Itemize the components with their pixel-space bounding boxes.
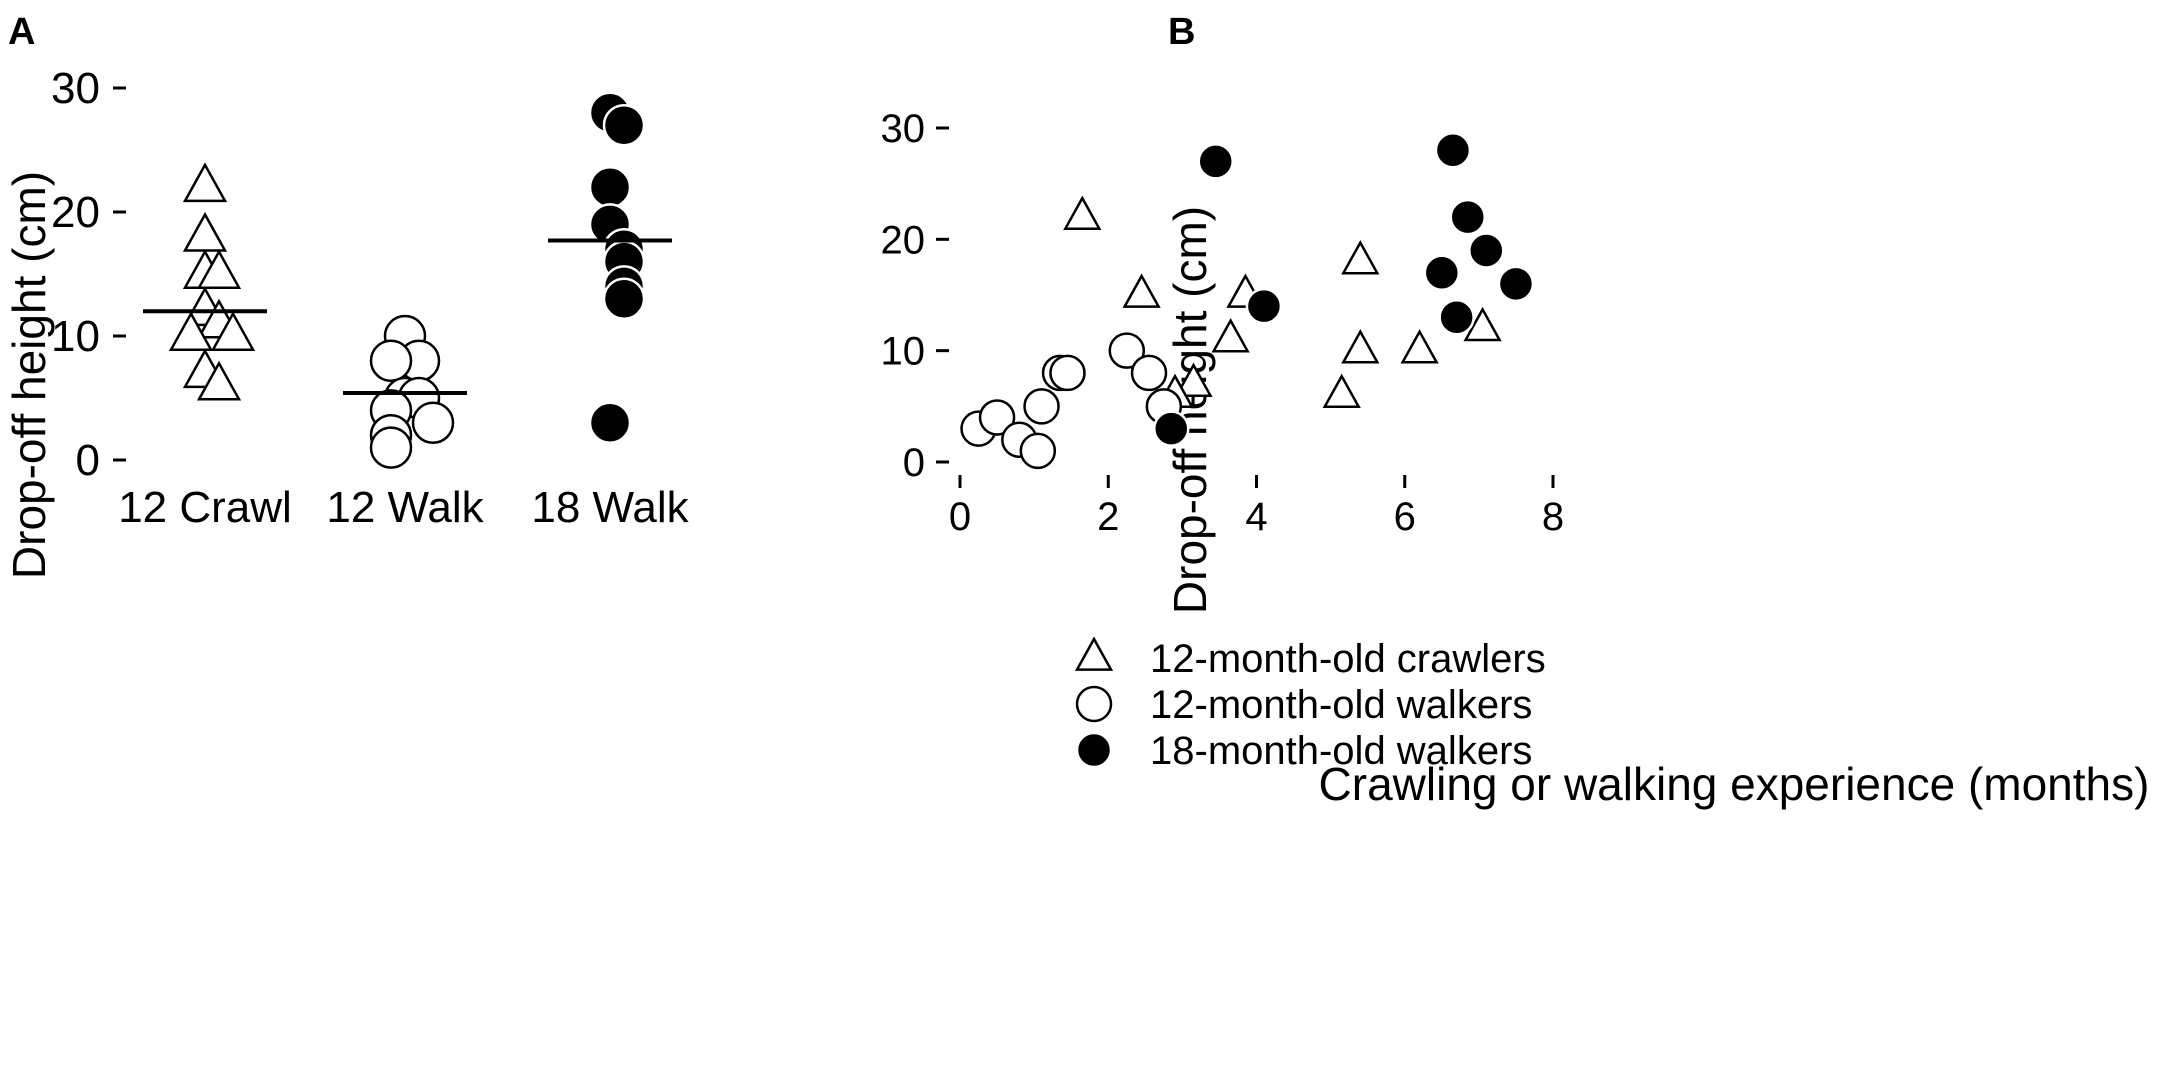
panel-b-point [1174, 362, 1213, 397]
panel-a-y-tick-label: 0 [76, 436, 100, 485]
panel-a-point [182, 162, 228, 203]
panel-a-point [369, 426, 413, 469]
panel-b-point [1400, 329, 1439, 364]
panel-b-y-tick-label: 0 [903, 441, 925, 485]
panel-a-point [411, 401, 455, 445]
panel-b-point [1449, 198, 1487, 236]
legend-label: 12-month-old walkers [1150, 683, 1532, 727]
panel-b-y-tick-label: 20 [881, 218, 926, 262]
legend-label: 18-month-old walkers [1150, 729, 1532, 773]
panel-a-y-axis: 0 10 20 30 [51, 64, 126, 485]
panel-b-point [1423, 254, 1461, 291]
panel-a-point [602, 103, 646, 147]
panel-b-point [1497, 265, 1535, 303]
legend-marker [1075, 731, 1113, 769]
panel-b-x-tick-label: 4 [1245, 495, 1267, 539]
panel-b-point [1023, 388, 1060, 425]
panel-a-y-axis-title: Drop-off height (cm) [3, 171, 55, 579]
panel-a-point [196, 249, 242, 289]
panel-b-point [1438, 299, 1475, 336]
panel-b-point [1341, 240, 1380, 275]
panel-a-point [588, 165, 632, 209]
panel-b-point [1049, 354, 1086, 392]
panel-b-x-axis: 0 2 4 6 8 [949, 475, 1564, 539]
panel-a-y-tick-label: 10 [51, 312, 100, 361]
panel-b-point [1341, 329, 1380, 364]
panel-b-x-tick-label: 2 [1097, 495, 1119, 539]
panel-b-y-tick-label: 30 [881, 107, 926, 151]
panel-b-point [1322, 373, 1361, 409]
panel-b-point [1211, 318, 1250, 353]
panel-b-points [960, 132, 1535, 470]
panel-a-x-axis: 12 Crawl 12 Walk 18 Walk [118, 483, 689, 532]
panel-b-point [1468, 232, 1505, 269]
panel-a-y-tick-label: 30 [51, 64, 100, 113]
panel-b-point [1434, 132, 1472, 169]
panel-b-point [1063, 195, 1102, 230]
panel-a-point [602, 277, 646, 321]
panel-a-category-label: 12 Crawl [118, 483, 292, 532]
panel-b-point [1130, 354, 1168, 392]
legend-marker [1074, 636, 1114, 671]
panel-a-point [168, 311, 214, 351]
legend-label: 12-month-old crawlers [1150, 637, 1546, 681]
panel-a-category-label: 18 Walk [531, 483, 689, 532]
panel-a-point [196, 360, 242, 401]
panel-a-point [369, 339, 413, 383]
panel-a-point [588, 401, 632, 445]
panel-b-point [1153, 410, 1190, 447]
panel-b-x-axis-title: Crawling or walking experience (months) [1319, 758, 2150, 810]
panel-b-point [1463, 306, 1502, 342]
panel-a-mean-lines [143, 238, 672, 396]
panel-b-point [1108, 332, 1146, 369]
panel-b-x-tick-label: 0 [949, 495, 971, 539]
panel-b-point [1245, 287, 1283, 325]
panel-b-point [978, 399, 1016, 436]
panel-b-point [1197, 143, 1234, 180]
panel-a-category-label: 12 Walk [326, 483, 484, 532]
panel-b-letter: B [1168, 11, 1195, 53]
panel-a-point [182, 211, 228, 252]
panel-b-x-tick-label: 6 [1394, 495, 1416, 539]
panel-b-x-tick-label: 8 [1542, 495, 1564, 539]
panel-b-y-tick-label: 10 [881, 330, 926, 374]
panel-b-point [1122, 273, 1161, 308]
panel-a-point [210, 311, 256, 351]
panel-a-points [168, 91, 646, 469]
panel-a-letter: A [8, 11, 35, 53]
panel-a-y-tick-label: 20 [51, 188, 100, 237]
legend-marker [1075, 685, 1113, 723]
panel-b-point [1019, 432, 1057, 470]
panel-b-y-axis: 0 10 20 30 [881, 107, 949, 485]
